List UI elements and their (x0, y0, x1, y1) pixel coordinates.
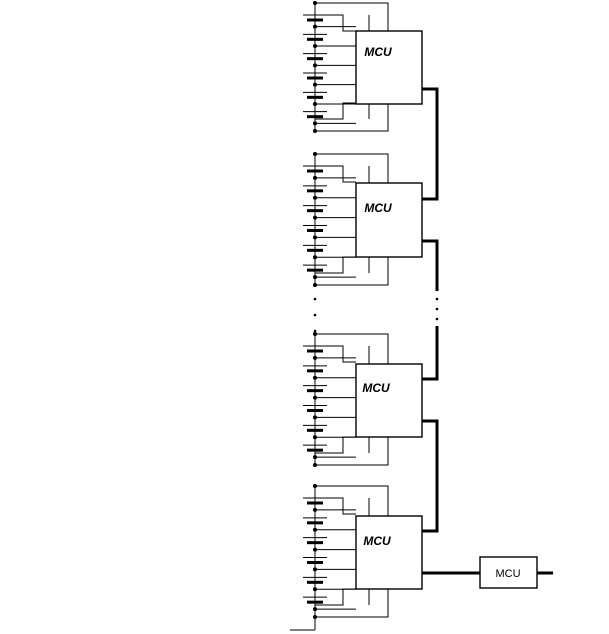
mcu-box (355, 182, 423, 258)
battery-cell (303, 264, 356, 280)
battery-cell (303, 185, 356, 200)
battery-cell (303, 385, 356, 400)
battery-cell (303, 205, 356, 220)
battery-cell (303, 91, 356, 106)
bottom-supply-wire (315, 104, 389, 132)
mcu-label: MCU (364, 45, 392, 59)
battery-cell (303, 53, 356, 68)
top-sense-wire (315, 497, 356, 515)
battery-module-4: MCU (303, 484, 423, 619)
battery-module-1: MCU (303, 1, 423, 133)
bus-segment-2b (422, 326, 439, 381)
battery-cell (303, 365, 356, 380)
battery-cell (303, 557, 356, 572)
battery-cell (303, 497, 356, 512)
ellipsis-string (313, 297, 317, 333)
bus-segment-2a (422, 239, 439, 291)
battery-cell (303, 576, 356, 592)
battery-cell (303, 225, 356, 240)
communication-bus (422, 87, 553, 575)
mcu-label: MCU (362, 381, 390, 395)
battery-cell (303, 111, 356, 126)
bottom-sense-wire (315, 102, 356, 120)
master-mcu: MCU (479, 556, 538, 589)
mcu-box (355, 30, 423, 105)
master-mcu-box (479, 556, 538, 589)
mcu-label: MCU (364, 201, 392, 215)
battery-module-3: MCU (303, 332, 423, 467)
bottom-sense-wire (315, 256, 356, 274)
ellipsis-dot (313, 313, 317, 317)
battery-cell (303, 33, 356, 48)
battery-cell (303, 405, 356, 420)
bottom-sense-wire (315, 436, 356, 454)
bottom-supply-wire (315, 589, 389, 618)
top-supply-wire (315, 333, 389, 364)
battery-cell (303, 165, 356, 180)
battery-cell (303, 14, 356, 29)
ellipsis-dot (435, 317, 439, 321)
top-sense-wire (315, 345, 356, 363)
mcu-box (355, 515, 423, 590)
top-sense-wire (315, 14, 356, 32)
top-supply-wire (315, 485, 389, 516)
battery-cell (303, 537, 356, 552)
battery-cell (303, 72, 356, 87)
mcu-box (355, 363, 423, 438)
bottom-supply-wire (315, 437, 389, 466)
bottom-sense-wire (315, 588, 356, 606)
bus-segment-1 (422, 87, 439, 201)
top-supply-wire (315, 153, 389, 183)
ellipsis-dot (435, 297, 439, 301)
battery-cell (303, 444, 356, 460)
bus-segment-3 (422, 419, 439, 533)
master-mcu-label: MCU (495, 568, 520, 580)
bottom-supply-wire (315, 257, 389, 286)
top-supply-wire (315, 2, 389, 31)
battery-module-2: MCU (303, 152, 423, 287)
battery-cell (303, 345, 356, 360)
ellipsis-dot (313, 297, 317, 301)
ellipsis-bus (435, 297, 439, 321)
top-sense-wire (315, 165, 356, 183)
battery-cell (303, 596, 356, 612)
ellipsis-dot (313, 329, 317, 333)
ellipsis-dot (435, 307, 439, 311)
battery-cell (303, 517, 356, 532)
mcu-label: MCU (363, 534, 391, 548)
